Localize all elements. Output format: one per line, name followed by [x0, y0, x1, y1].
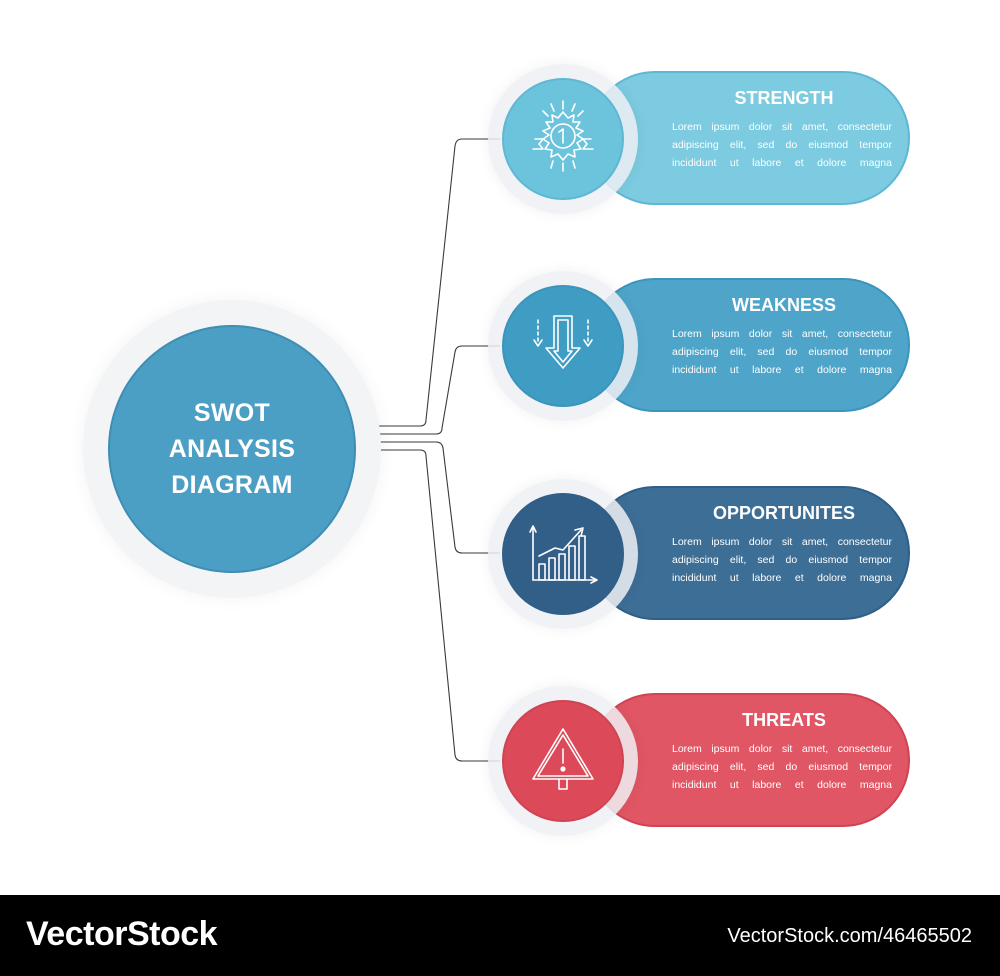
icon-disc — [502, 493, 624, 615]
card-title: STRENGTH — [734, 88, 834, 108]
card-title: THREATS — [742, 710, 826, 730]
icon-disc — [502, 700, 624, 822]
card-strength: STRENGTH Lorem ipsum dolor sit amet, con… — [488, 64, 928, 214]
card-opportunities: OPPORTUNITES Lorem ipsum dolor sit amet,… — [488, 479, 928, 629]
down-arrows-icon — [521, 302, 605, 391]
card-body: Lorem ipsum dolor sit amet, consectetur … — [672, 121, 892, 169]
connector-lines — [356, 138, 500, 762]
warning-icon — [521, 717, 605, 806]
growth-chart-icon — [521, 510, 605, 599]
footer-brand: VectorStock — [26, 915, 218, 953]
connector-strength — [356, 138, 500, 427]
footer-reference: VectorStock.com/46465502 — [727, 925, 972, 947]
icon-disc — [502, 285, 624, 407]
card-body: Lorem ipsum dolor sit amet, consectetur … — [672, 536, 892, 584]
connector-threats — [356, 449, 500, 762]
card-threats: THREATS Lorem ipsum dolor sit amet, cons… — [488, 686, 928, 836]
card-title: OPPORTUNITES — [712, 503, 855, 523]
icon-disc — [502, 78, 624, 200]
medal-icon — [521, 95, 605, 184]
card-body: Lorem ipsum dolor sit amet, consectetur … — [672, 743, 892, 791]
center-title: SWOT ANALYSIS DIAGRAM — [168, 399, 296, 499]
card-title: WEAKNESS — [731, 295, 836, 315]
card-weakness: WEAKNESS Lorem ipsum dolor sit amet, con… — [488, 271, 928, 421]
connector-opportunities — [356, 441, 500, 554]
center-circle: SWOT ANALYSIS DIAGRAM — [108, 325, 356, 573]
connector-weakness — [356, 345, 500, 435]
card-body: Lorem ipsum dolor sit amet, consectetur … — [672, 328, 892, 376]
footer-bar: VectorStock VectorStock.com/46465502 — [0, 895, 1000, 976]
swot-diagram: SWOT ANALYSIS DIAGRAM — [83, 64, 928, 836]
